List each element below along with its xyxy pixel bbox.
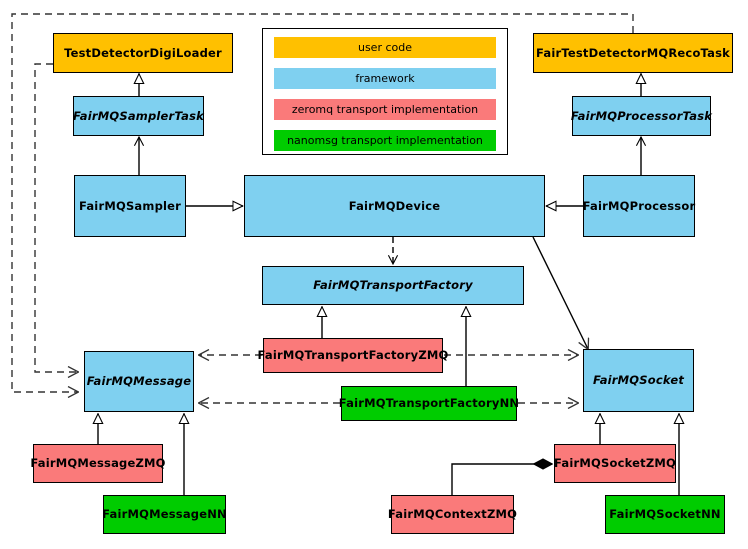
class-label: FairMQProcessorTask	[570, 108, 713, 123]
class-label: TestDetectorDigiLoader	[64, 45, 222, 60]
class-label: FairMQDevice	[348, 198, 441, 213]
class-box-fair-mq-processor-task[interactable]: FairMQProcessorTask	[570, 96, 713, 136]
class-label: FairMQTransportFactoryNN	[338, 396, 520, 411]
legend-label: framework	[355, 72, 415, 85]
legend-item-zeromq: zeromq transport implementation	[274, 99, 496, 120]
class-box-fair-test-detector-mq-reco-task[interactable]: FairTestDetectorMQRecoTask	[533, 33, 733, 73]
edge-contextzmq-socketzmq	[451, 464, 552, 495]
edge-digiloader-message-route	[34, 63, 78, 372]
legend-label: user code	[357, 41, 413, 54]
legend-item-user-code: user code	[274, 37, 496, 58]
class-box-fair-mq-message-nn[interactable]: FairMQMessageNN	[102, 495, 227, 534]
class-box-fair-mq-socket-nn[interactable]: FairMQSocketNN	[605, 495, 725, 534]
class-box-fair-mq-transport-factory[interactable]: FairMQTransportFactory	[262, 266, 524, 305]
class-label: FairTestDetectorMQRecoTask	[536, 45, 730, 60]
class-box-test-detector-digi-loader[interactable]: TestDetectorDigiLoader	[53, 33, 233, 73]
class-box-fair-mq-socket-zmq[interactable]: FairMQSocketZMQ	[554, 444, 676, 483]
class-label: FairMQSampler	[78, 198, 182, 213]
class-label: FairMQContextZMQ	[387, 507, 518, 522]
legend-item-framework: framework	[274, 68, 496, 89]
class-box-fair-mq-sampler-task[interactable]: FairMQSamplerTask	[73, 96, 204, 136]
class-box-fair-mq-device[interactable]: FairMQDevice	[244, 175, 545, 237]
class-label: FairMQTransportFactoryZMQ	[257, 348, 449, 363]
legend-panel: user code framework zeromq transport imp…	[262, 28, 508, 155]
class-box-fair-mq-message[interactable]: FairMQMessage	[84, 351, 194, 412]
class-box-fair-mq-sampler[interactable]: FairMQSampler	[74, 175, 186, 237]
class-box-fair-mq-transport-factory-nn[interactable]: FairMQTransportFactoryNN	[338, 386, 520, 421]
legend-label: zeromq transport implementation	[291, 103, 479, 116]
class-label: FairMQSocket	[592, 373, 685, 388]
class-label: FairMQSocketNN	[609, 507, 721, 522]
class-box-fair-mq-socket[interactable]: FairMQSocket	[583, 349, 694, 412]
class-label: FairMQMessageZMQ	[30, 456, 166, 471]
class-box-fair-mq-message-zmq[interactable]: FairMQMessageZMQ	[30, 444, 166, 483]
class-label: FairMQSamplerTask	[73, 108, 204, 123]
class-box-fair-mq-transport-factory-zmq[interactable]: FairMQTransportFactoryZMQ	[258, 338, 448, 373]
legend-label: nanomsg transport implementation	[287, 134, 483, 147]
legend-item-nanomsg: nanomsg transport implementation	[274, 130, 496, 151]
class-box-fair-mq-processor[interactable]: FairMQProcessor	[583, 175, 695, 237]
class-label: FairMQMessageNN	[102, 507, 227, 522]
class-box-fair-mq-context-zmq[interactable]: FairMQContextZMQ	[387, 495, 518, 534]
edge-device-socket	[532, 236, 588, 349]
class-label: FairMQTransportFactory	[313, 278, 473, 293]
class-label: FairMQProcessor	[582, 198, 696, 213]
class-label: FairMQMessage	[86, 374, 192, 389]
class-label: FairMQSocketZMQ	[554, 456, 676, 471]
